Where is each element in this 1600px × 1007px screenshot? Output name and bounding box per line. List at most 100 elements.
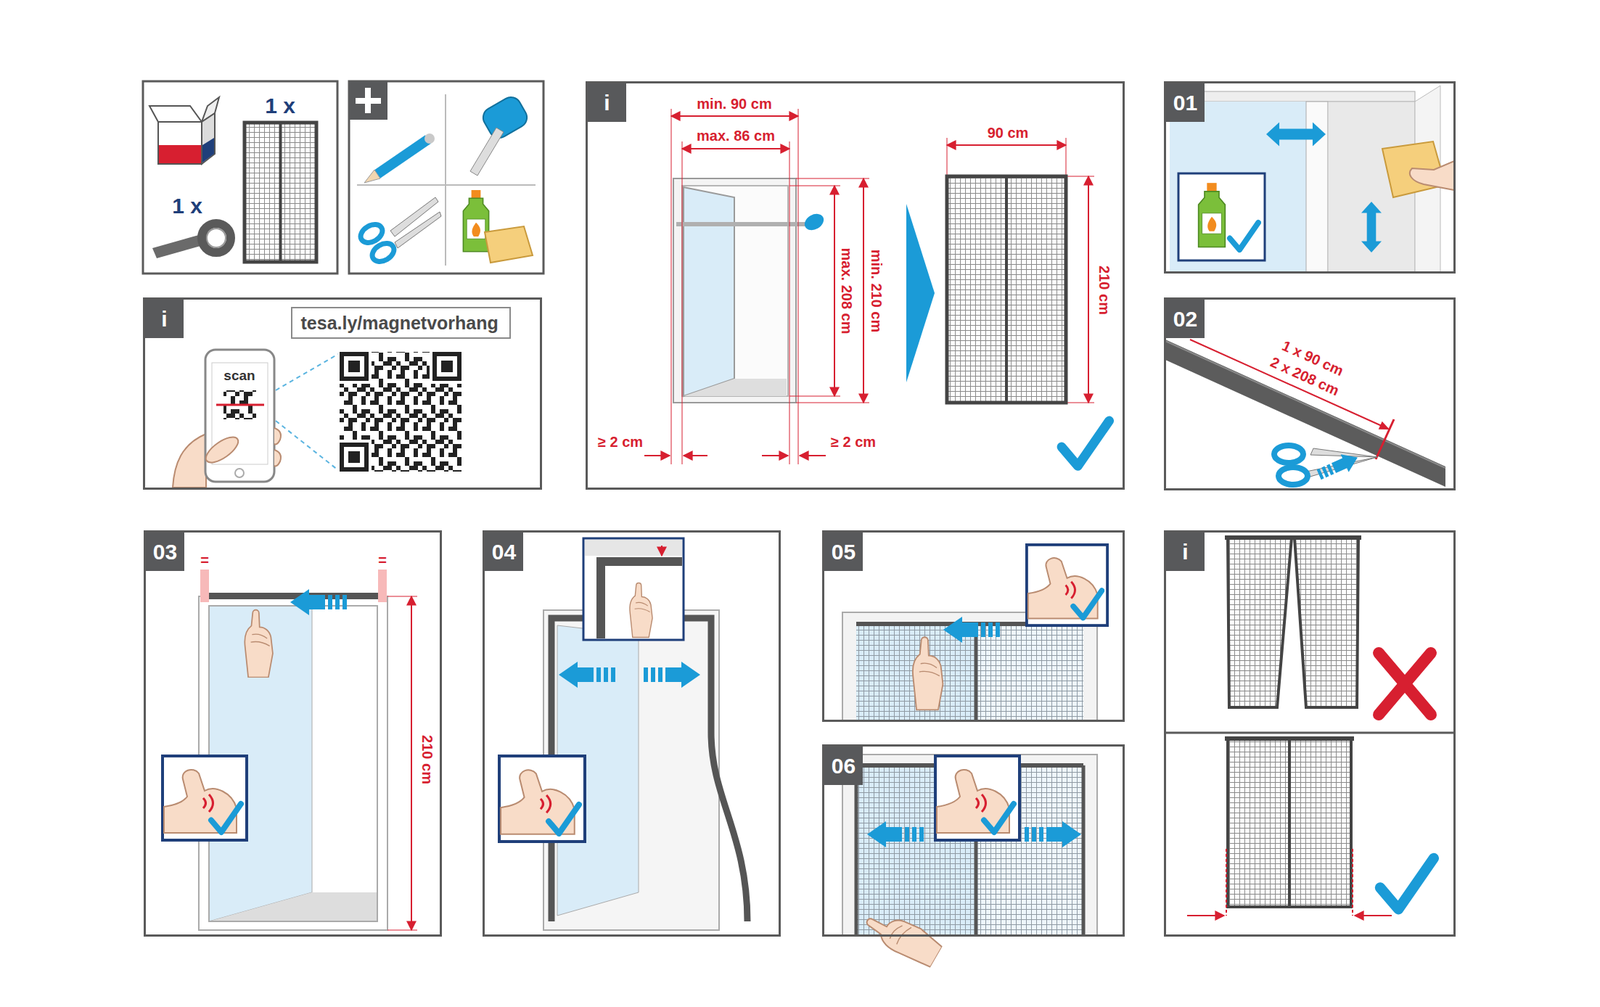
package-icon (201, 113, 215, 164)
qr-code (429, 350, 463, 384)
equal-marks (200, 569, 387, 603)
tape-measure (470, 93, 531, 176)
dimension-lines (799, 454, 826, 457)
press-icon (162, 756, 247, 841)
step-panel: 04 (482, 530, 781, 937)
cleaner-inset (1178, 173, 1265, 261)
result-arrow (906, 203, 935, 383)
press-icon (935, 756, 1020, 841)
alignment-marks (1351, 848, 1354, 916)
press-icon (499, 756, 585, 842)
plus-badge (349, 81, 388, 120)
qr-code (343, 356, 365, 377)
dimension-label: min. 90 cm (694, 95, 774, 113)
window-frame (974, 624, 979, 722)
quantity-label: 1 x (169, 193, 205, 220)
curtain-icon (244, 122, 317, 262)
door-frame (682, 185, 789, 397)
step-badge: 01 (1166, 83, 1205, 122)
divider (1163, 732, 1456, 735)
info-panel: i (585, 81, 1125, 490)
door-frame (673, 178, 797, 403)
step-panel: 02 (1163, 297, 1456, 491)
scan-lines (275, 420, 339, 471)
dimension-lines (1065, 402, 1095, 404)
equal-mark: = (198, 552, 212, 569)
equal-marks (200, 569, 209, 603)
cleaner-inset (1198, 182, 1226, 247)
smartphone (172, 433, 207, 488)
quantity-label: 1 x (262, 93, 298, 120)
tape-roll (152, 223, 231, 259)
result-arrow (906, 203, 935, 383)
step-badge: 04 (484, 532, 524, 572)
check-mark (1380, 858, 1434, 910)
scissors (1314, 448, 1362, 484)
hand (861, 903, 945, 971)
scissors (1274, 445, 1304, 463)
dimension-lines (789, 396, 841, 397)
step-panel: 05 (822, 530, 1125, 722)
step-panel: 06 (822, 744, 1125, 937)
tape-strip (1165, 341, 1446, 469)
step-badge: 03 (145, 532, 185, 572)
press-icon (499, 756, 585, 842)
corner-inset (584, 539, 683, 556)
plus-badge (364, 87, 371, 114)
cut-measure (1190, 339, 1389, 429)
right-curtain (1224, 738, 1355, 908)
corner-inset (583, 538, 684, 640)
cleaner-inset (1178, 173, 1265, 261)
cleaner-bottle (462, 190, 489, 252)
cut-length-label: 2 x 208 cm (1265, 352, 1344, 400)
door-frame (208, 892, 378, 922)
smartphone (201, 432, 242, 468)
move-arrow (943, 616, 1000, 643)
equal-marks (378, 569, 387, 603)
hand (912, 637, 944, 710)
window-frame (975, 624, 1084, 722)
door-frame (203, 592, 383, 600)
tension-rod (676, 222, 807, 227)
scan-lines (275, 354, 339, 391)
window-frame (842, 754, 1098, 937)
scissors (369, 239, 398, 265)
alignment-marks (1225, 848, 1228, 916)
window-frame (856, 624, 1084, 722)
right-curtain (1224, 736, 1355, 741)
window-frame (854, 765, 859, 937)
cleaning-hand (1382, 141, 1455, 198)
cleaner-bottle (462, 190, 533, 263)
qr-code (436, 356, 458, 377)
dimension-label: 210 cm (418, 732, 436, 787)
step-badge: 05 (824, 532, 863, 572)
dimension-label: max. 208 cm (838, 245, 855, 337)
divider (444, 94, 447, 266)
cut-measure (1375, 419, 1394, 460)
smartphone (274, 428, 281, 466)
press-icon (162, 756, 247, 841)
window-frame (1169, 101, 1307, 273)
dimension-label: ≥ 2 cm (828, 433, 879, 451)
window-frame (842, 612, 1098, 722)
move-arrow (290, 589, 347, 616)
tape-strip (1165, 339, 1446, 487)
smartphone (235, 468, 244, 478)
corner-inset (661, 545, 663, 556)
plus-badge (349, 81, 388, 120)
equal-mark: = (375, 552, 389, 569)
screen-label: scan (221, 367, 257, 384)
press-icon (935, 756, 1020, 841)
step-badge: i (587, 83, 627, 122)
dimension-label: 210 cm (1095, 263, 1113, 318)
wrong-curtain (1294, 537, 1359, 708)
dimension-lines (410, 596, 413, 931)
package-icon (149, 97, 220, 164)
wrong-curtain (1227, 537, 1292, 708)
curtain (946, 176, 1066, 403)
dimension-lines (862, 178, 865, 403)
dimension-lines (644, 108, 1095, 465)
corner-inset (629, 582, 653, 638)
